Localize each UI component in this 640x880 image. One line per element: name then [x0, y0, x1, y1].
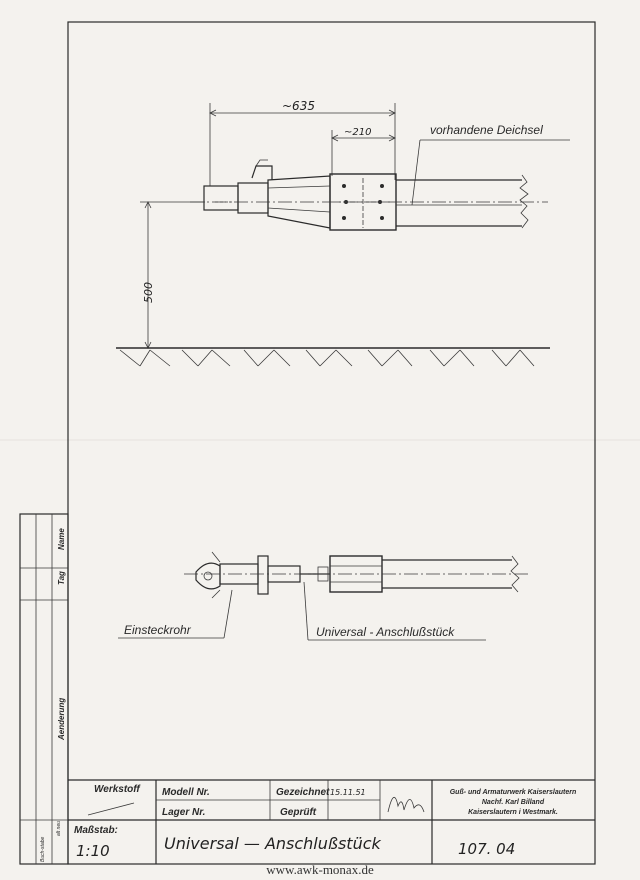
revision-change-header: Aenderung	[57, 698, 66, 741]
revision-old-new-header: alt neu	[56, 821, 62, 836]
revision-name-header: Name	[57, 528, 66, 550]
drawn-date: 15.11.51	[330, 788, 366, 797]
signature	[387, 797, 425, 813]
drawn-by-label: Gezeichnet	[276, 787, 330, 798]
drawing-number: 107. 04	[458, 840, 515, 858]
side-view: ~635 ~210 vorhandene Deichsel	[116, 99, 570, 367]
overall-dimension-label: ~635	[282, 99, 315, 113]
company-successor: Nachf. Karl Billand	[482, 799, 545, 806]
drawing-title: Universal — Anschlußstück	[164, 834, 382, 853]
height-dimension-label: 500	[142, 282, 155, 303]
revision-column: Name Tag Aenderung Buch-stabe alt neu	[19, 513, 69, 865]
revision-letter-header: Buch-stabe	[40, 836, 46, 862]
company-name: Guß- und Armaturwerk Kaiserslautern	[450, 789, 577, 796]
checked-by-label: Geprüft	[280, 807, 317, 818]
coupling-dimension-label: ~210	[344, 127, 371, 138]
scale-value: 1:10	[76, 842, 110, 860]
existing-drawbar-callout: vorhandene Deichsel	[430, 123, 543, 137]
drawing-border	[67, 21, 596, 865]
storage-number-label: Lager Nr.	[162, 807, 205, 818]
plan-view: Einsteckrohr Universal - Anschlußstück	[118, 551, 530, 641]
model-number-label: Modell Nr.	[162, 787, 210, 798]
revision-day-header: Tag	[57, 571, 66, 585]
website-footer: www.awk-monax.de	[266, 862, 374, 877]
ground-hatching	[119, 349, 535, 367]
adapter-piece-callout: Universal - Anschlußstück	[316, 625, 455, 639]
material-label: Werkstoff	[94, 784, 141, 795]
scale-label: Maßstab:	[74, 825, 118, 836]
title-block: Werkstoff Modell Nr. Lager Nr. Gezeichne…	[68, 779, 595, 864]
insert-tube-callout: Einsteckrohr	[124, 623, 192, 637]
company-location: Kaiserslautern i Westmark.	[468, 809, 558, 816]
